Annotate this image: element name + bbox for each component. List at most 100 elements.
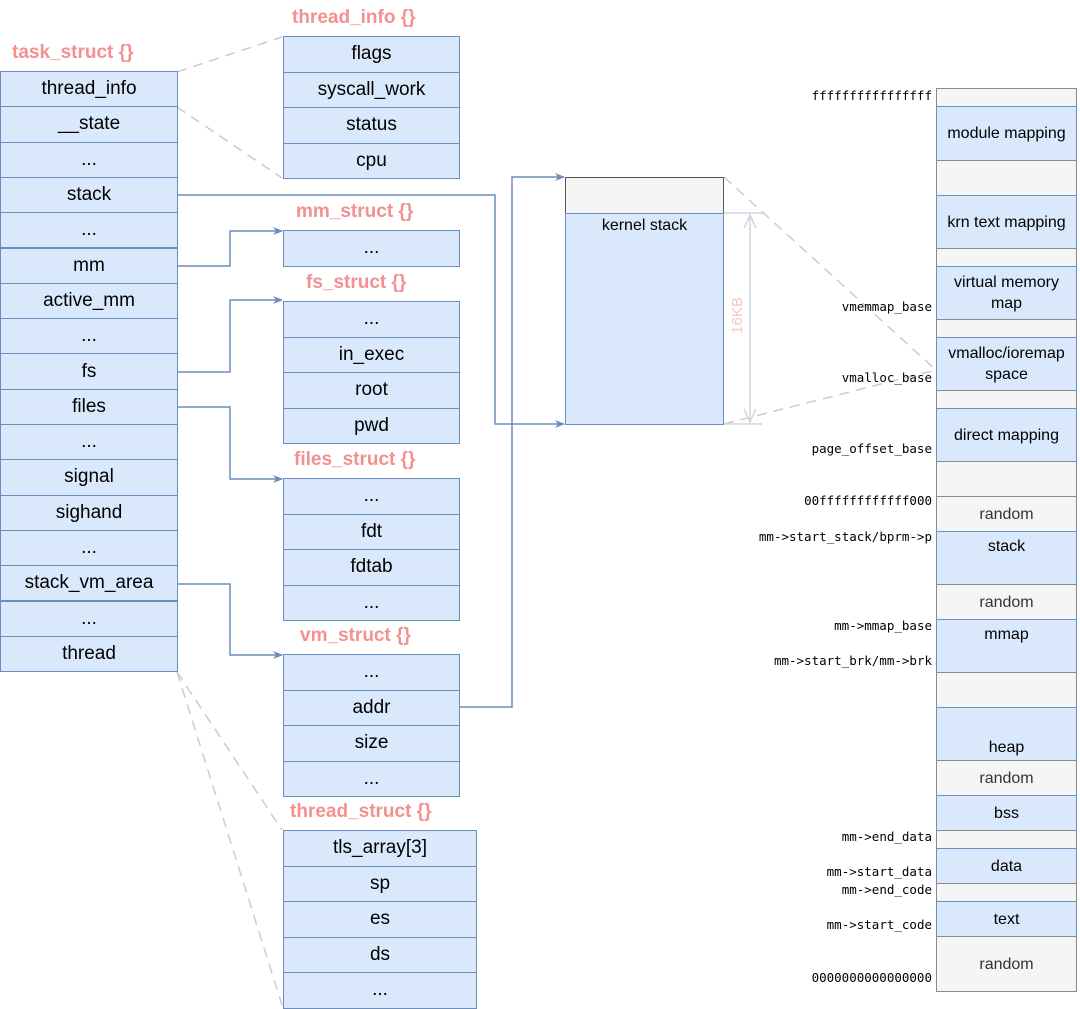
zoom-line-thread-top — [176, 671, 283, 831]
thread-struct-title: thread_struct {} — [290, 801, 432, 822]
kernel-stack-box: kernel stack — [565, 213, 724, 425]
memory-region-5: virtual memory map — [936, 266, 1077, 320]
files-struct-field-0: ... — [283, 478, 460, 515]
vm-struct-field-3: ... — [283, 760, 460, 797]
dimension-arrow-up — [743, 213, 757, 229]
kernel-stack-label: kernel stack — [601, 217, 688, 234]
address-label-10: mm->end_code — [841, 882, 932, 897]
thread-info-field-1: syscall_work — [283, 71, 460, 108]
mm-struct-field-0: ... — [283, 230, 460, 267]
vm-struct-field-1: addr — [283, 689, 460, 726]
fs-struct-field-0: ... — [283, 301, 460, 338]
vm-struct-field-2: size — [283, 725, 460, 762]
thread-struct-field-0: tls_array[3] — [283, 830, 477, 867]
memory-region-21 — [936, 883, 1077, 902]
memory-region-3: krn text mapping — [936, 195, 1077, 249]
memory-region-label-13: random — [979, 593, 1034, 611]
dimension-arrow-down — [743, 408, 757, 424]
task-struct-field-15: ... — [0, 600, 178, 637]
zoom-line-thread-info-bottom — [176, 106, 283, 179]
task-struct-field-2: ... — [0, 141, 178, 178]
memory-region-10 — [936, 461, 1077, 497]
memory-region-22: text — [936, 901, 1077, 937]
vm-struct-field-0: ... — [283, 654, 460, 691]
task-struct-field-10: ... — [0, 424, 178, 461]
arrow-stack-to-kernel-stack — [177, 194, 565, 428]
memory-region-label-12: stack — [987, 538, 1026, 555]
memory-region-label-22: text — [993, 910, 1020, 928]
arrow-files-to-files-struct — [177, 406, 283, 483]
arrow-stack-vm-area-to-vm-struct — [177, 583, 283, 659]
address-label-11: mm->start_code — [826, 917, 932, 932]
zoom-line-thread-info-top — [176, 36, 283, 73]
memory-region-label-1: module mapping — [947, 125, 1066, 142]
memory-region-6 — [936, 319, 1077, 338]
task-struct-title: task_struct {} — [12, 42, 134, 63]
address-label-3: page_offset_base — [811, 441, 932, 456]
task-struct-field-6: active_mm — [0, 282, 178, 320]
memory-region-label-3: krn text mapping — [947, 213, 1066, 231]
task-struct-field-9: files — [0, 388, 178, 425]
vm-struct-title: vm_struct {} — [300, 625, 411, 646]
memory-region-label-7: vmalloc/ioremap space — [948, 345, 1065, 383]
address-label-8: mm->end_data — [841, 829, 932, 844]
memory-region-label-5: virtual memory map — [954, 274, 1059, 312]
task-struct-field-0: thread_info — [0, 71, 178, 108]
task-struct-field-12: sighand — [0, 494, 178, 531]
memory-region-11: random — [936, 496, 1077, 532]
memory-region-16: heap — [936, 707, 1077, 761]
files-struct-title: files_struct {} — [294, 449, 416, 470]
address-label-6: mm->mmap_base — [834, 618, 932, 633]
task-struct-field-13: ... — [0, 529, 178, 567]
address-label-0: ffffffffffffffff — [811, 88, 932, 103]
address-label-1: vmemmap_base — [841, 299, 932, 314]
memory-region-7: vmalloc/ioremap space — [936, 337, 1077, 391]
memory-region-label-14: mmap — [984, 626, 1029, 643]
arrow-fs-to-fs-struct — [177, 296, 283, 373]
thread-info-title: thread_info {} — [292, 7, 416, 28]
task-struct-field-11: signal — [0, 459, 178, 496]
memory-region-1: module mapping — [936, 106, 1077, 161]
zoom-line-thread-bottom — [176, 671, 283, 1006]
address-label-4: 00ffffffffffff000 — [804, 493, 932, 508]
zoom-line-stack-top — [723, 176, 937, 371]
memory-region-label-20: data — [990, 857, 1023, 875]
memory-region-18: bss — [936, 795, 1077, 831]
task-struct-field-1: __state — [0, 106, 178, 143]
memory-region-label-18: bss — [994, 804, 1019, 822]
fs-struct-title: fs_struct {} — [306, 272, 407, 293]
mm-struct-title: mm_struct {} — [296, 201, 414, 222]
fs-struct-field-3: pwd — [283, 407, 460, 444]
memory-region-13: random — [936, 584, 1077, 620]
kernel-stack-size-label: 16KB — [728, 297, 746, 334]
memory-region-label-9: direct mapping — [954, 426, 1059, 444]
memory-region-label-17: random — [979, 769, 1034, 787]
address-label-5: mm->start_stack/bprm->p — [758, 529, 932, 544]
address-label-2: vmalloc_base — [841, 370, 932, 385]
memory-region-9: direct mapping — [936, 408, 1077, 462]
thread-info-field-2: status — [283, 107, 460, 144]
task-struct-field-8: fs — [0, 353, 178, 390]
memory-region-4 — [936, 248, 1077, 267]
memory-region-label-16: heap — [988, 739, 1025, 756]
memory-region-label-11: random — [979, 505, 1034, 523]
memory-region-2 — [936, 160, 1077, 196]
files-struct-field-1: fdt — [283, 513, 460, 550]
arrow-mm-to-mm-struct — [177, 227, 283, 267]
fs-struct-field-1: in_exec — [283, 336, 460, 373]
thread-struct-field-4: ... — [283, 972, 477, 1009]
task-struct-field-5: mm — [0, 247, 178, 284]
thread-struct-field-2: es — [283, 901, 477, 938]
memory-region-20: data — [936, 848, 1077, 884]
thread-struct-field-3: ds — [283, 936, 477, 973]
arrow-addr-to-kernel-stack — [460, 173, 565, 708]
task-struct-field-7: ... — [0, 318, 178, 355]
memory-region-label-23: random — [979, 955, 1034, 973]
thread-info-field-3: cpu — [283, 142, 460, 179]
task-struct-field-14: stack_vm_area — [0, 565, 178, 602]
kernel-stack-guard — [565, 177, 724, 214]
address-label-7: mm->start_brk/mm->brk — [773, 653, 932, 668]
memory-region-14: mmap — [936, 619, 1077, 673]
memory-region-12: stack — [936, 531, 1077, 585]
